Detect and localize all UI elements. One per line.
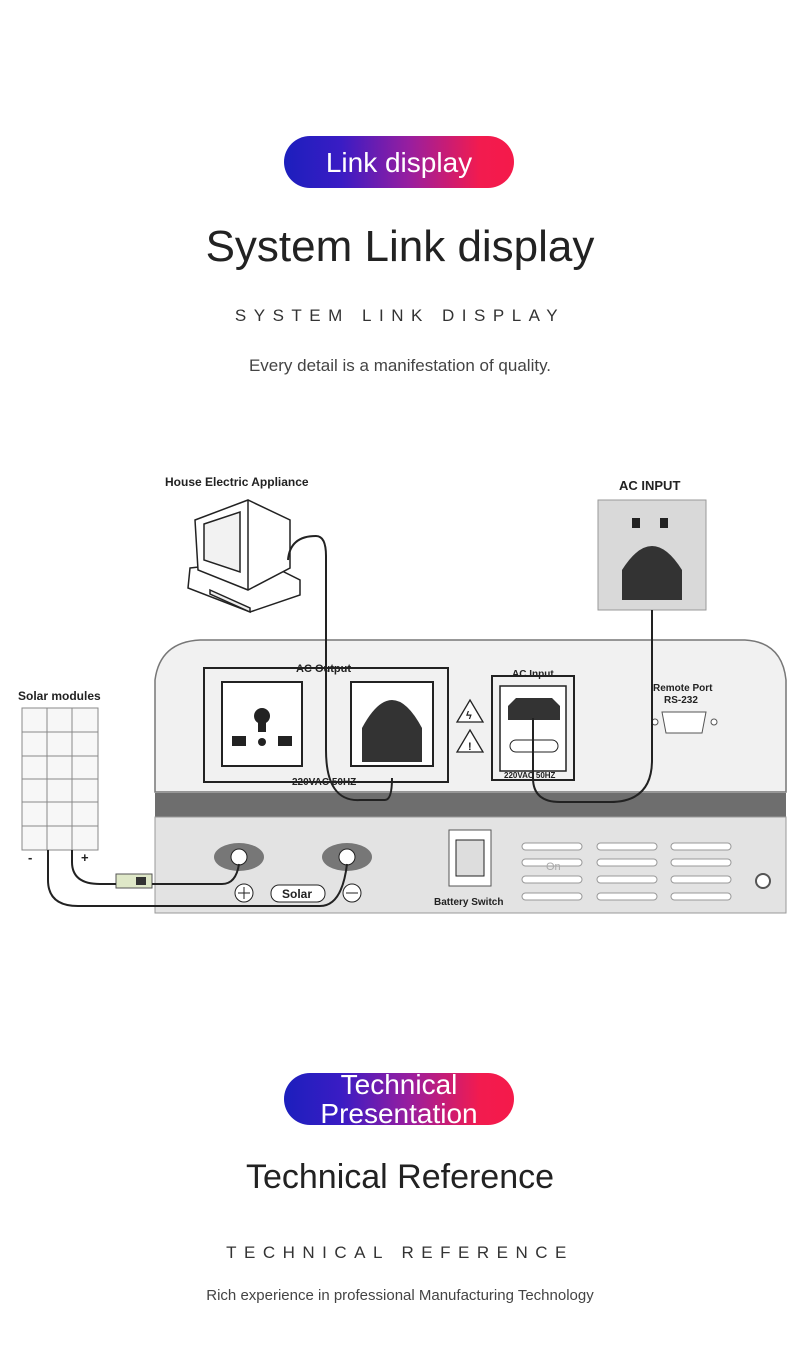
svg-text:!: ! (468, 741, 472, 753)
solar-terminal-label: Solar (282, 887, 312, 901)
section-tagline: Every detail is a manifestation of quali… (248, 356, 552, 375)
fuse-icon (115, 873, 153, 889)
output-plug-icon (362, 700, 422, 762)
ac-input-label: AC INPUT (619, 478, 680, 493)
warning-icons (455, 698, 485, 753)
iec-port-icon (508, 698, 560, 720)
reference-subtitle-spaced: TECHNICAL REFERENCE (226, 1243, 574, 1262)
battery-switch-label: Battery Switch (434, 897, 503, 908)
ac-output-label: AC Output (296, 663, 351, 675)
reference-tagline: Rich experience in professional Manufact… (206, 1287, 594, 1304)
ac-input-plug-icon (622, 546, 682, 600)
ac-output-spec: 220VAC 50HZ (292, 777, 356, 788)
solar-plus-label: + (81, 850, 89, 865)
system-link-diagram: House Electric Appliance AC INPUT AC Out… (0, 460, 800, 930)
panel-faint-text: On (546, 861, 561, 873)
house-appliance-label: House Electric Appliance (165, 475, 309, 489)
technical-presentation-badge: Technical Presentation (284, 1070, 514, 1128)
vent-slots (521, 842, 732, 901)
ac-input-port-label: AC Input (512, 669, 554, 680)
solar-modules-label: Solar modules (18, 689, 101, 703)
section-title: System Link display (205, 222, 595, 271)
remote-port-sub: RS-232 (664, 695, 698, 706)
rs232-port-icon (661, 711, 707, 734)
computer-icon (187, 499, 301, 614)
svg-text:ϟ: ϟ (466, 710, 472, 722)
cables (47, 534, 653, 907)
reference-title: Technical Reference (245, 1158, 555, 1196)
ground-screw-icon (755, 873, 771, 889)
remote-port-label: Remote Port (653, 683, 713, 694)
ac-input-spec: 220VAC 50HZ (504, 771, 556, 780)
solar-terminals (214, 843, 372, 903)
solar-minus-label: - (28, 850, 32, 865)
link-display-badge: Link display (284, 136, 514, 188)
solar-panel-icon (21, 707, 99, 851)
section-subtitle-spaced: SYSTEM LINK DISPLAY (234, 306, 566, 325)
